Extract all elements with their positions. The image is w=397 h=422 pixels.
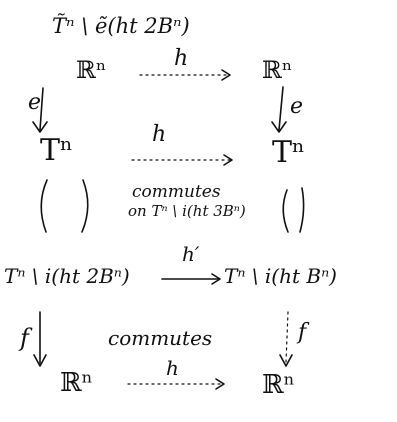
arrow-e-right — [278, 86, 284, 131]
label-h-torus: h — [152, 122, 167, 147]
annotation-commutes-lower: commutes — [108, 326, 213, 350]
annotation-commutes-upper-2: on Tⁿ \ i(ht 3Bⁿ) — [128, 202, 246, 220]
arrowhead-h-bottom — [215, 378, 225, 390]
node-bottom-left: ℝⁿ — [60, 368, 93, 398]
arrowhead-e-right — [271, 121, 287, 133]
header-text: T̃ⁿ \ ẽ(ht 2Bⁿ) — [52, 14, 190, 38]
node-bottom-right: ℝⁿ — [262, 370, 295, 400]
label-h-top: h — [174, 46, 189, 71]
label-h-prime: h′ — [182, 242, 200, 266]
arrowhead-h-torus — [223, 154, 233, 166]
node-torus-left: Tⁿ — [40, 133, 73, 168]
node-torus-right: Tⁿ — [272, 135, 305, 170]
node-top-left: ℝⁿ — [76, 56, 107, 84]
inclusion-right-close — [299, 187, 305, 233]
arrow-e-left — [39, 87, 44, 131]
inclusion-right-open — [282, 189, 289, 233]
inclusion-left-close — [81, 179, 89, 233]
label-e-left: e — [28, 90, 42, 115]
node-mid-right: Tⁿ \ i(ht Bⁿ) — [224, 264, 337, 288]
label-h-bottom: h — [166, 356, 179, 380]
node-mid-left: Tⁿ \ i(ht 2Bⁿ) — [4, 264, 130, 288]
node-top-right: ℝⁿ — [262, 56, 293, 84]
arrowhead-h-top — [221, 69, 231, 81]
inclusion-left-open — [40, 179, 48, 233]
arrow-f-right — [285, 311, 289, 363]
arrowhead-h-prime — [211, 273, 221, 285]
arrowhead-f-right — [279, 354, 293, 367]
arrowhead-e-left — [32, 121, 48, 133]
label-f-right: f — [298, 320, 307, 345]
arrowhead-f-left — [33, 354, 47, 367]
label-e-right: e — [290, 94, 304, 119]
label-f-left: f — [20, 324, 29, 352]
annotation-commutes-upper-1: commutes — [132, 182, 221, 202]
